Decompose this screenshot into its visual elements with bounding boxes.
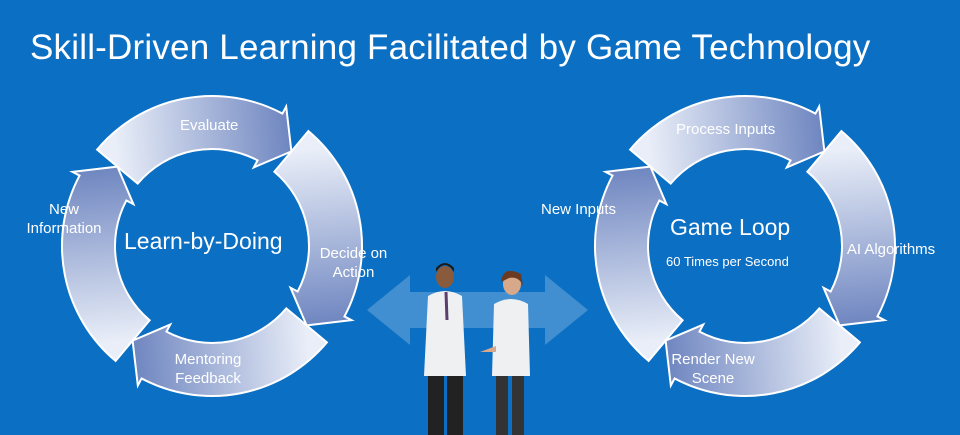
- step-process-inputs: Process Inputs: [676, 121, 776, 138]
- arrow-render-new-scene: [664, 306, 862, 397]
- step-new-inputs: New Inputs: [541, 201, 617, 218]
- right-cycle-subtitle: 60 Times per Second: [666, 254, 789, 269]
- right-cycle-center-label: Game Loop: [670, 214, 791, 240]
- step-evaluate: Evaluate: [180, 117, 239, 134]
- arrow-decide-on-action: [272, 129, 363, 327]
- arrow-mentoring-feedback: [131, 306, 329, 397]
- female-doctor-figure: [480, 270, 530, 435]
- right-cycle-ring: [594, 95, 896, 397]
- arrow-ai-algorithms: [805, 129, 896, 327]
- step-decide-on-action: Decide on Action: [319, 245, 388, 281]
- left-cycle-center-label: Learn-by-Doing: [124, 228, 283, 254]
- arrow-evaluate: [95, 95, 293, 186]
- step-new-information: New Information: [26, 201, 102, 237]
- arrow-new-inputs: [594, 165, 685, 363]
- arrow-new-information: [61, 165, 152, 363]
- arrow-process-inputs: [628, 95, 826, 186]
- double-arrow: [367, 275, 588, 345]
- step-render-new-scene: Render New Scene: [671, 351, 755, 387]
- male-doctor-figure: [424, 263, 466, 435]
- left-cycle-ring: [61, 95, 363, 397]
- step-mentoring-feedback: Mentoring Feedback: [174, 351, 242, 387]
- slide-title: Skill-Driven Learning Facilitated by Gam…: [30, 28, 871, 67]
- step-ai-algorithms: AI Algorithms: [846, 241, 936, 258]
